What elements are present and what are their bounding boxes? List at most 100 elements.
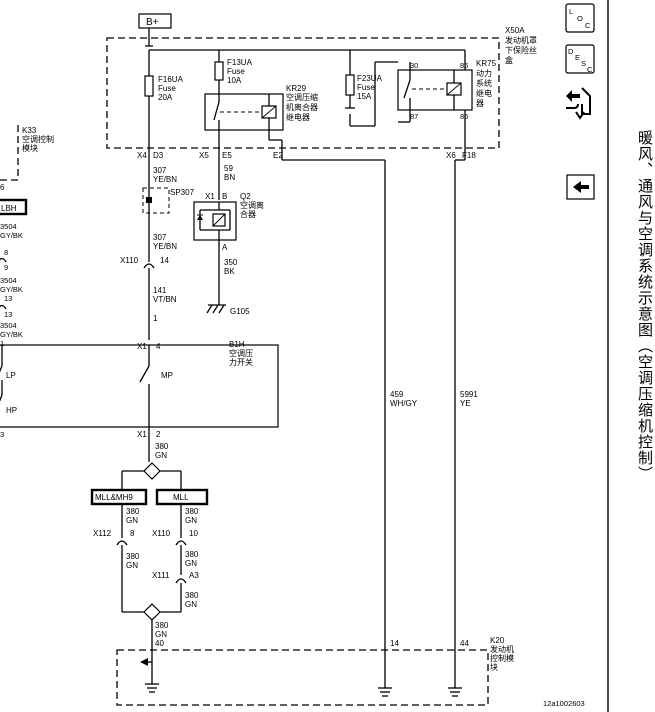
- left-pin-1: 1: [0, 339, 4, 348]
- wire-459-color: WH/GY: [390, 399, 418, 408]
- ground-g105: G105: [230, 307, 250, 316]
- left-pin-8: 8: [4, 248, 8, 257]
- clutch-label-2: 合器: [240, 209, 256, 219]
- left-wire-3504-c: 3504: [0, 321, 17, 330]
- connector-x112-label: X112: [93, 529, 112, 538]
- wire-1: 1: [153, 314, 158, 323]
- wire-59: 59: [224, 164, 233, 173]
- ecm-pin-44: 44: [460, 639, 469, 648]
- fuse-f16ua-id: F16UA: [158, 75, 184, 84]
- clutch-pin-a: A: [222, 243, 228, 252]
- connector-x110b-label: X110: [152, 529, 171, 538]
- fuse-f13ua: [214, 61, 224, 81]
- loc-icon-c: C: [585, 21, 591, 30]
- connector-x6: X6: [446, 151, 456, 160]
- left-wire-3504-a-color: GY/BK: [0, 231, 23, 240]
- wire-380-right-3: 380: [185, 591, 199, 600]
- connector-e2: E2: [273, 151, 283, 160]
- desc-icon[interactable]: D E S C: [565, 44, 595, 74]
- option-right-label: MLL: [173, 493, 189, 502]
- wire-59-color: BN: [224, 173, 235, 182]
- clutch-pin-b: B: [222, 192, 227, 201]
- connector-x111-label: X111: [152, 571, 170, 580]
- splice-sp307-label: SP307: [170, 188, 195, 197]
- wire-380-right-2: 380: [185, 550, 199, 559]
- left-pin-13-a: 13: [4, 294, 12, 303]
- ecm-label-3: 块: [490, 662, 498, 672]
- pressure-switch-id: B1H: [229, 340, 245, 349]
- left-wire-3504-c-color: GY/BK: [0, 330, 23, 339]
- splice-upper: [143, 462, 161, 480]
- connector-x112-pin-8: 8: [130, 529, 135, 538]
- fuse-f16ua-rating: 20A: [158, 93, 173, 102]
- option-left-label: MLL&MH9: [95, 493, 133, 502]
- battery-positive-label: B+: [146, 17, 159, 28]
- pressure-switch-b1h: [0, 344, 279, 428]
- loc-icon[interactable]: L O C: [565, 3, 595, 33]
- wire-5991: 5991: [460, 390, 478, 399]
- fuse-f16ua: [144, 75, 154, 97]
- wire-141-color: VT/BN: [153, 295, 177, 304]
- option-box-left: [90, 488, 148, 506]
- connector-x110b-symbol: [175, 540, 187, 546]
- fuse-f13ua-rating: 10A: [227, 76, 242, 85]
- wire-380-left-2: 380: [126, 552, 140, 561]
- clutch-label-1: 空调离: [240, 200, 264, 210]
- fuse-f23ua-id: F23UA: [357, 74, 383, 83]
- fuse-f23ua-rating: 15A: [357, 92, 372, 101]
- back-arrow-icon[interactable]: [566, 174, 595, 200]
- relay-kr75-label-1: 动力: [476, 68, 492, 78]
- module-k33-label-2: 模块: [22, 143, 38, 153]
- figure-id: 12a1002603: [543, 699, 585, 708]
- relay-kr75-pin-87: 87: [410, 112, 418, 121]
- left-wire-3504-b-color: GY/BK: [0, 285, 23, 294]
- fuse-f13ua-id: F13UA: [227, 58, 253, 67]
- connector-x1-pin-2: 2: [156, 430, 161, 439]
- connector-x1-lower: X1: [137, 430, 147, 439]
- option-box-right: [155, 488, 209, 506]
- loc-icon-l: L: [569, 7, 573, 16]
- page-title: 暖风、通风与空调系统示意图（空调压缩机控制）: [636, 130, 654, 482]
- desc-icon-c: C: [587, 65, 593, 74]
- fuse-f23ua: [345, 74, 355, 96]
- connector-x1-upper: X1: [137, 342, 147, 351]
- option-box-lbh: [0, 198, 28, 216]
- ecm-id: K20: [490, 636, 505, 645]
- left-pin-3: 3: [0, 430, 4, 439]
- relay-kr75-label-3: 继电: [476, 88, 492, 98]
- routing-icon[interactable]: [566, 87, 591, 120]
- wire-380-left-2-color: GN: [126, 561, 138, 570]
- clutch-id: Q2: [240, 192, 251, 201]
- wire-380-upper: 380: [155, 442, 169, 451]
- relay-kr75-pin-85: 85: [460, 112, 468, 121]
- fuse-f13ua-type: Fuse: [227, 67, 245, 76]
- left-pin-6: 6: [0, 183, 5, 192]
- fuse-f23ua-type: Fuse: [357, 83, 375, 92]
- relay-kr75-id: KR75: [476, 59, 497, 68]
- connector-x1-pin-4: 4: [156, 342, 161, 351]
- pressure-switch-lp: LP: [6, 371, 16, 380]
- relay-kr75-pin-30: 30: [410, 61, 418, 70]
- ecm-label-1: 发动机: [490, 644, 514, 654]
- connector-x110-pin-14: 14: [160, 256, 169, 265]
- ecm-label-2: 控制模: [490, 653, 514, 663]
- wire-380-left-1: 380: [126, 507, 140, 516]
- fusebox-id: X50A: [505, 26, 525, 35]
- relay-kr29-label-3: 继电器: [286, 112, 310, 122]
- battery-positive-box: [138, 13, 172, 29]
- connector-x111-pin-a3: A3: [189, 571, 199, 580]
- connector-x110-label: X110: [120, 256, 139, 265]
- relay-kr75-pin-86: 86: [460, 61, 468, 70]
- relay-kr29-id: KR29: [286, 84, 307, 93]
- fusebox-label-3: 盒: [505, 55, 513, 65]
- wire-380-right-1-color: GN: [185, 516, 197, 525]
- fusebox-label-1: 发动机罩: [505, 35, 537, 45]
- fusebox-outline: [106, 37, 500, 149]
- desc-icon-s: S: [581, 59, 586, 68]
- connector-x5: X5: [199, 151, 209, 160]
- left-wire-3504-b: 3504: [0, 276, 17, 285]
- loc-icon-o: O: [577, 14, 583, 23]
- clutch-pin-x1: X1: [205, 192, 215, 201]
- left-pin-13-b: 13: [4, 310, 12, 319]
